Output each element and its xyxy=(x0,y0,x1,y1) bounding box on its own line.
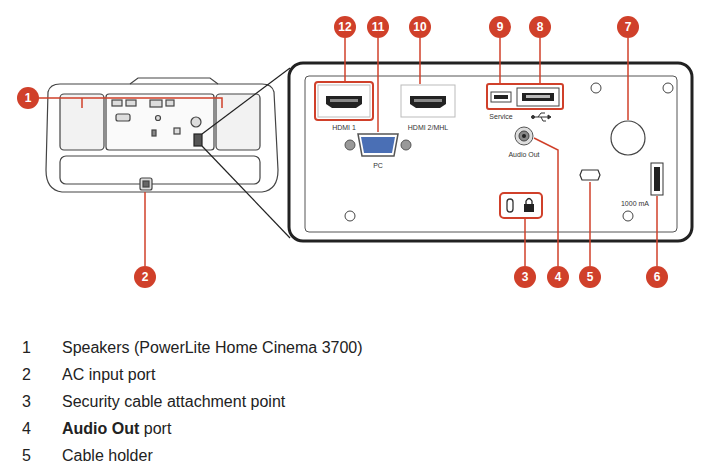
list-text: Security cable attachment point xyxy=(62,393,285,411)
list-number: 3 xyxy=(22,393,31,411)
port-label: HDMI 1 xyxy=(332,123,356,132)
port-label: HDMI 2/MHL xyxy=(408,123,448,132)
hdmi-port xyxy=(318,85,370,117)
list-number: 1 xyxy=(22,339,31,357)
callout-number: 3 xyxy=(513,269,537,285)
callout-number: 7 xyxy=(616,19,640,35)
list-text: Cable holder xyxy=(62,447,153,465)
usb-ports xyxy=(491,88,559,106)
vga-port xyxy=(345,134,411,156)
highlight-box xyxy=(500,193,542,218)
port-label: Service xyxy=(489,112,512,121)
list-text: port xyxy=(144,420,172,438)
callout-number: 12 xyxy=(333,19,357,35)
callout-number: 10 xyxy=(408,19,432,35)
callout-number: 8 xyxy=(528,19,552,35)
port-label: PC xyxy=(373,161,383,170)
list-number: 4 xyxy=(22,420,31,438)
callout-number: 11 xyxy=(366,19,390,35)
port-label: 1000 mA xyxy=(621,199,649,208)
port-label: Audio Out xyxy=(508,150,539,159)
highlight-box xyxy=(487,84,563,109)
callout-number: 1 xyxy=(16,90,40,106)
list-number: 5 xyxy=(22,447,31,465)
callout-number: 2 xyxy=(133,269,157,285)
callout-number: 5 xyxy=(578,269,602,285)
projector-body xyxy=(46,78,278,192)
connector-panel xyxy=(289,63,692,241)
highlight-box xyxy=(315,82,373,120)
list-text: Audio Out xyxy=(62,420,139,438)
list-text: AC input port xyxy=(62,366,155,384)
security-icons xyxy=(507,199,534,213)
hdmi-port xyxy=(401,85,455,117)
callout-number: 9 xyxy=(488,19,512,35)
cable-holder xyxy=(580,170,600,180)
round-sensor xyxy=(611,121,645,155)
list-text: Speakers (PowerLite Home Cinema 3700) xyxy=(62,339,363,357)
audio-jack xyxy=(515,127,533,145)
callout-number: 6 xyxy=(645,269,669,285)
usb-symbol xyxy=(532,113,552,121)
callout-number: 4 xyxy=(546,269,570,285)
callout-circles xyxy=(17,16,668,288)
panel-inset xyxy=(305,76,677,232)
screw-holes xyxy=(345,83,673,221)
leader-lines xyxy=(39,38,657,266)
usb-power-port xyxy=(651,163,663,195)
list-number: 2 xyxy=(22,366,31,384)
zoom-lines xyxy=(202,68,290,238)
